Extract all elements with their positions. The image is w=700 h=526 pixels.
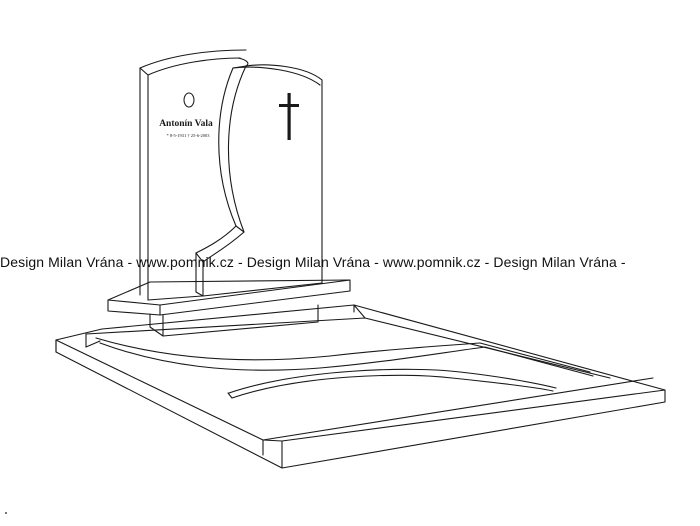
base-plinth <box>107 279 351 337</box>
wave-dividers <box>95 337 594 399</box>
grave-frame <box>55 304 666 469</box>
watermark-text: Design Milan Vrána - www.pomnik.cz - Des… <box>0 254 626 270</box>
cross-icon <box>279 93 299 140</box>
right-stone <box>195 57 323 297</box>
corner-dot <box>5 512 7 514</box>
left-stone <box>139 49 247 301</box>
inscription-dates: * 8-5-1931 † 25-6-2003 <box>166 133 210 138</box>
inscription-name: Antonín Vala <box>159 119 213 129</box>
portrait-oval-icon <box>183 92 195 108</box>
